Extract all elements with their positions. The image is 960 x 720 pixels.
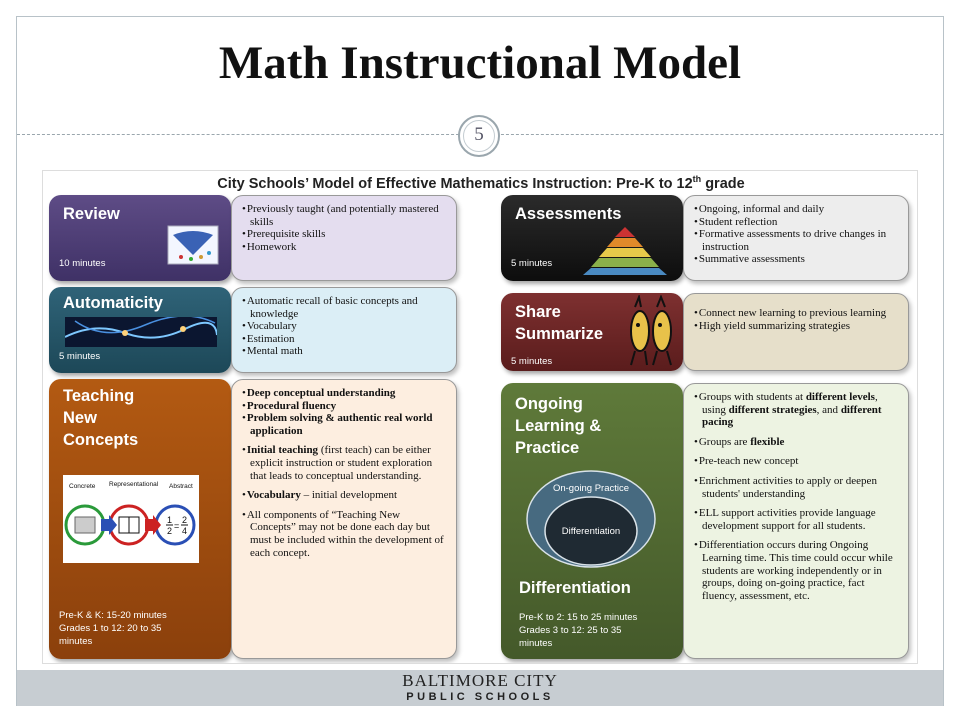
assessments-label: Assessments [515, 205, 622, 223]
differentiation-inner-label: Differentiation [562, 526, 620, 537]
share-summarize-box: Share Summarize 5 minutes [501, 293, 683, 371]
teaching-label: Teaching New Concepts [63, 387, 139, 449]
fraction-b-denominator: 4 [182, 526, 187, 536]
review-item: Previously taught (and potentially maste… [242, 203, 448, 228]
automaticity-item: Automatic recall of basic concepts and k… [242, 295, 448, 320]
ongoing-label: Ongoing Learning & Practice [515, 395, 602, 457]
automaticity-item: Estimation [242, 333, 448, 346]
ongoing-item: ELL support activities provide language … [694, 507, 900, 532]
teaching-item: Problem solving & authentic real world a… [242, 412, 448, 437]
review-box: Review 10 minutes [49, 195, 231, 281]
share-label: Share Summarize [515, 303, 604, 343]
differentiation-heading: Differentiation [519, 579, 631, 597]
automaticity-box: Automaticity 5 minutes [49, 287, 231, 373]
review-details: Previously taught (and potentially maste… [231, 195, 457, 281]
cra-abstract-label: Abstract [169, 483, 193, 490]
automaticity-item: Mental math [242, 345, 448, 358]
assessments-item: Ongoing, informal and daily [694, 203, 900, 216]
teaching-item: Deep conceptual understanding [242, 387, 448, 400]
assessments-details: Ongoing, informal and daily Student refl… [683, 195, 909, 281]
teaching-new-concepts-box: Teaching New Concepts Concrete Represent… [49, 379, 231, 659]
neurons-icon [65, 317, 217, 347]
school-logo-line1: BALTIMORE CITY [402, 671, 558, 690]
fraction-b-numerator: 2 [182, 515, 187, 525]
share-minutes: 5 minutes [511, 356, 553, 367]
cartoon-characters-icon [630, 295, 672, 366]
teaching-item: Initial teaching (first teach) can be ei… [242, 444, 448, 482]
share-item: Connect new learning to previous learnin… [694, 307, 900, 320]
ongoing-item: Groups with students at different levels… [694, 391, 900, 429]
review-item: Homework [242, 241, 448, 254]
cra-diagram-icon: Concrete Representational Abstract 1 2 =… [63, 475, 199, 563]
share-details: Connect new learning to previous learnin… [683, 293, 909, 371]
assessments-item: Summative assessments [694, 253, 900, 266]
automaticity-item: Vocabulary [242, 320, 448, 333]
fraction-a-numerator: 1 [167, 515, 172, 525]
pyramid-icon [583, 227, 667, 275]
teaching-item: Vocabulary – initial development [242, 489, 448, 502]
teaching-minutes: Pre-K & K: 15-20 minutes Grades 1 to 12:… [59, 610, 167, 647]
teaching-item: Procedural fluency [242, 400, 448, 413]
instruction-model-figure: City Schools’ Model of Effective Mathema… [42, 170, 918, 664]
review-item: Prerequisite skills [242, 228, 448, 241]
assessments-box: Assessments 5 minutes [501, 195, 683, 281]
teaching-details: Deep conceptual understanding Procedural… [231, 379, 457, 659]
assessments-item: Student reflection [694, 216, 900, 229]
assessments-item: Formative assessments to drive changes i… [694, 228, 900, 253]
teaching-item: All components of “Teaching New Concepts… [242, 509, 448, 559]
ongoing-details: Groups with students at different levels… [683, 383, 909, 659]
automaticity-label: Automaticity [63, 294, 163, 312]
share-item: High yield summarizing strategies [694, 320, 900, 333]
cra-representational-label: Representational [109, 481, 159, 488]
ongoing-learning-box: Ongoing Learning & Practice On-going Pra… [501, 383, 683, 659]
automaticity-details: Automatic recall of basic concepts and k… [231, 287, 457, 373]
ongoing-practice-label: On-going Practice [553, 483, 629, 494]
fraction-equals: = [174, 521, 179, 531]
footer-bar [17, 670, 943, 706]
review-minutes: 10 minutes [59, 258, 106, 269]
ongoing-item: Pre-teach new concept [694, 455, 900, 468]
slide-title: Math Instructional Model [218, 37, 742, 89]
ongoing-minutes: Pre-K to 2: 15 to 25 minutes Grades 3 to… [519, 612, 638, 649]
review-picture-icon [167, 225, 219, 265]
fraction-a-denominator: 2 [167, 526, 172, 536]
assessments-minutes: 5 minutes [511, 258, 553, 269]
school-logo-line2: PUBLIC SCHOOLS [406, 691, 554, 703]
ongoing-item: Enrichment activities to apply or deepen… [694, 475, 900, 500]
ongoing-item: Differentiation occurs during Ongoing Le… [694, 539, 900, 602]
practice-diagram: On-going Practice Differentiation [526, 470, 656, 568]
ongoing-item: Groups are flexible [694, 436, 900, 449]
page-number: 5 [458, 115, 500, 157]
automaticity-minutes: 5 minutes [59, 351, 101, 362]
figure-title: City Schools’ Model of Effective Mathema… [217, 174, 745, 192]
cra-concrete-label: Concrete [69, 483, 96, 490]
review-label: Review [63, 205, 120, 223]
